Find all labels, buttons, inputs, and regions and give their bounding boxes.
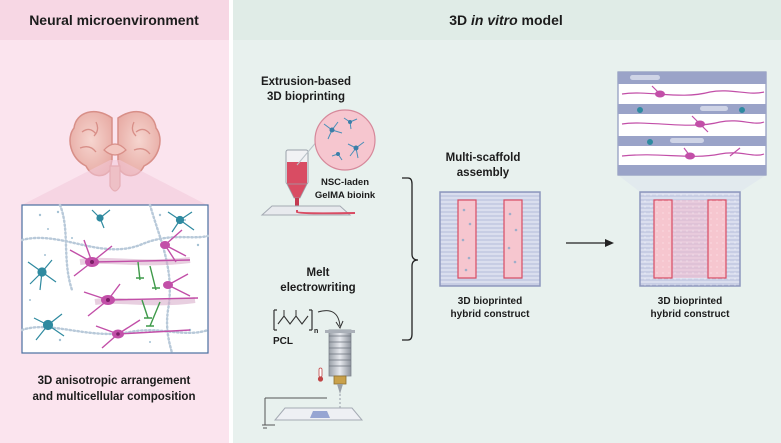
bioink-zoom-circle <box>296 109 376 171</box>
zoom-wedge <box>22 160 207 205</box>
pcl-structure: n <box>273 309 344 335</box>
transition-arrow <box>566 239 614 247</box>
thermometer-icon <box>317 367 324 382</box>
bioprinting-title-line1: Extrusion-based <box>261 76 351 88</box>
right-header-title: 3D in vitro model <box>449 12 563 28</box>
construct-a-scaffold <box>439 191 541 287</box>
assembly-title-line1: Multi-scaffold <box>446 152 521 164</box>
right-header-bar <box>233 0 781 40</box>
left-header-bar <box>0 0 229 40</box>
construct-b-line1: 3D bioprinted <box>658 296 722 307</box>
bioink-label-line1: NSC-laden <box>321 177 369 188</box>
left-header-title: Neural microenvironment <box>29 12 199 28</box>
assembly-title-line2: assembly <box>457 167 510 179</box>
left-caption-line2: and multicellular composition <box>33 391 196 403</box>
mew-title-line2: electrowriting <box>280 282 355 294</box>
left-caption-line1: 3D anisotropic arrangement <box>38 375 191 387</box>
right-panel: 3D in vitro model Extrusion-based 3D bio… <box>233 0 781 443</box>
magnified-aligned-tissue <box>617 71 767 176</box>
glia-cells <box>27 209 195 341</box>
synapse-links <box>136 261 161 327</box>
construct-b-line2: hybrid construct <box>651 309 731 320</box>
zoom-wedge-right <box>618 175 766 192</box>
combine-brace <box>402 177 419 341</box>
construct-a-line2: hybrid construct <box>451 309 531 320</box>
left-panel: Neural microenvironment <box>0 0 229 443</box>
bioprinting-title-line2: 3D bioprinting <box>267 91 345 103</box>
construct-a-line1: 3D bioprinted <box>458 296 522 307</box>
neural-tissue-box <box>20 203 210 355</box>
pcl-repeat-n: n <box>314 328 318 335</box>
mew-printhead <box>325 329 355 412</box>
collector-plate <box>262 397 364 429</box>
construct-b-scaffold <box>639 191 741 287</box>
pcl-label: PCL <box>273 336 293 347</box>
mew-title-line1: Melt <box>307 267 330 279</box>
bioink-label-line2: GelMA bioink <box>315 190 376 201</box>
